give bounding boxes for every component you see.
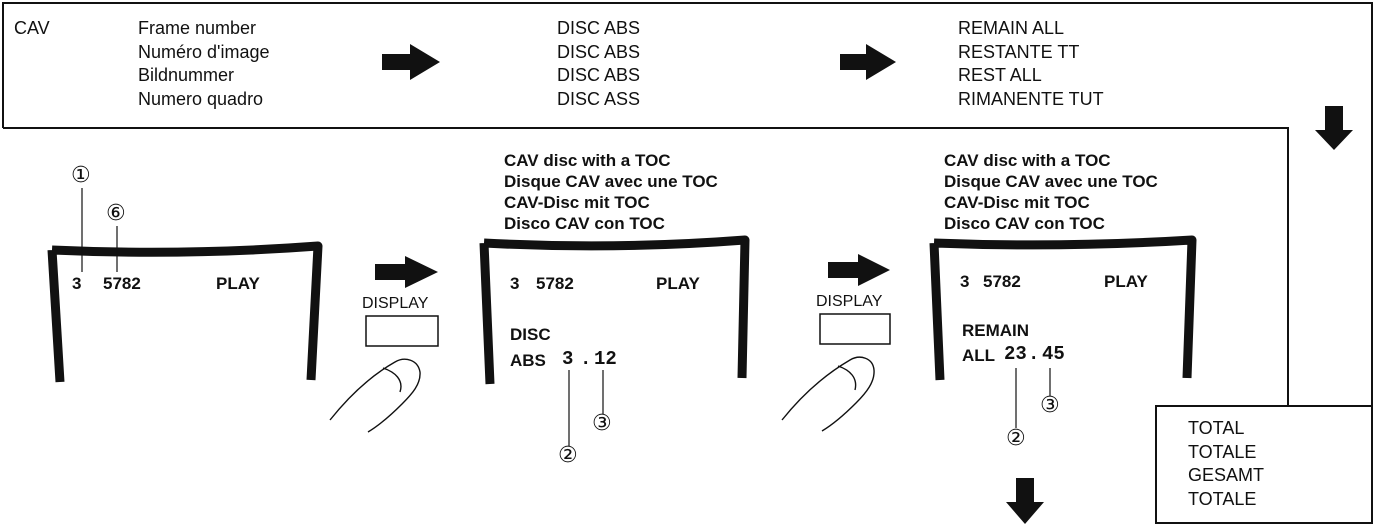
- label-line: Numéro d'image: [138, 41, 270, 65]
- screen2-time-min: 3: [562, 348, 573, 370]
- screen2-status: PLAY: [656, 273, 700, 294]
- label-line: REMAIN ALL: [958, 17, 1104, 41]
- label-line: GESAMT: [1188, 464, 1264, 488]
- display-button-label-2: DISPLAY: [816, 293, 882, 311]
- heading-line: CAV-Disc mit TOC: [944, 192, 1158, 213]
- callout-2-screen3: ②: [1006, 428, 1026, 450]
- label-line: RESTANTE TT: [958, 41, 1104, 65]
- screen3-time-dot: .: [1028, 343, 1039, 365]
- display-button-1[interactable]: [366, 316, 438, 346]
- heading-line: CAV disc with a TOC: [944, 150, 1158, 171]
- tv-screen-1: [52, 246, 318, 382]
- screen2-track: 3: [510, 273, 519, 294]
- screen1-track: 3: [72, 273, 81, 294]
- arrow-right-icon-mid-1: [375, 256, 438, 288]
- screen3-status: PLAY: [1104, 271, 1148, 292]
- heading-line: Disco CAV con TOC: [504, 213, 718, 234]
- screen2-heading: CAV disc with a TOC Disque CAV avec une …: [504, 150, 718, 234]
- callout-3-screen3: ③: [1040, 395, 1060, 417]
- arrow-right-icon-top-1: [382, 44, 440, 80]
- arrow-down-icon-right: [1315, 106, 1353, 150]
- label-line: DISC ABS: [557, 41, 640, 65]
- arrow-right-icon-mid-2: [828, 254, 890, 286]
- screen1-frame: 5782: [103, 273, 141, 294]
- screen3-mode-line2: ALL: [962, 345, 995, 366]
- screen2-frame: 5782: [536, 273, 574, 294]
- arrow-right-icon-top-2: [840, 44, 896, 80]
- heading-line: CAV-Disc mit TOC: [504, 192, 718, 213]
- finger-icon-2: [782, 357, 874, 431]
- label-line: Numero quadro: [138, 88, 270, 112]
- screen3-time-min: 23: [1004, 343, 1027, 365]
- callout-2-screen2: ②: [558, 445, 578, 467]
- screen3-heading: CAV disc with a TOC Disque CAV avec une …: [944, 150, 1158, 234]
- display-button-label-1: DISPLAY: [362, 295, 428, 313]
- label-line: DISC ABS: [557, 64, 640, 88]
- screen3-frame: 5782: [983, 271, 1021, 292]
- heading-line: Disco CAV con TOC: [944, 213, 1158, 234]
- total-labels: TOTAL TOTALE GESAMT TOTALE: [1188, 417, 1264, 511]
- disc-abs-labels: DISC ABS DISC ABS DISC ABS DISC ASS: [557, 17, 640, 111]
- label-line: DISC ASS: [557, 88, 640, 112]
- heading-line: Disque CAV avec une TOC: [504, 171, 718, 192]
- label-line: TOTAL: [1188, 417, 1264, 441]
- label-line: DISC ABS: [557, 17, 640, 41]
- arrow-down-icon-bottom: [1006, 478, 1044, 524]
- screen2-mode-line2: ABS: [510, 350, 546, 371]
- heading-line: CAV disc with a TOC: [504, 150, 718, 171]
- label-line: Bildnummer: [138, 64, 270, 88]
- screen1-status: PLAY: [216, 273, 260, 294]
- screen3-mode-line1: REMAIN: [962, 320, 1029, 341]
- label-line: TOTALE: [1188, 488, 1264, 512]
- screen2-time-dot: .: [580, 348, 591, 370]
- screen3-time-sec: 45: [1042, 343, 1065, 365]
- label-line: TOTALE: [1188, 441, 1264, 465]
- display-button-2[interactable]: [820, 314, 890, 344]
- callout-6: ⑥: [106, 203, 126, 225]
- frame-number-labels: Frame number Numéro d'image Bildnummer N…: [138, 17, 270, 111]
- label-line: REST ALL: [958, 64, 1104, 88]
- screen2-mode-line1: DISC: [510, 324, 551, 345]
- label-line: RIMANENTE TUT: [958, 88, 1104, 112]
- callout-3-screen2: ③: [592, 413, 612, 435]
- cav-label: CAV: [14, 17, 50, 41]
- screen2-time-sec: 12: [594, 348, 617, 370]
- remain-all-labels: REMAIN ALL RESTANTE TT REST ALL RIMANENT…: [958, 17, 1104, 111]
- screen3-track: 3: [960, 271, 969, 292]
- finger-icon-1: [330, 359, 420, 432]
- label-line: Frame number: [138, 17, 270, 41]
- callout-1: ①: [71, 165, 91, 187]
- heading-line: Disque CAV avec une TOC: [944, 171, 1158, 192]
